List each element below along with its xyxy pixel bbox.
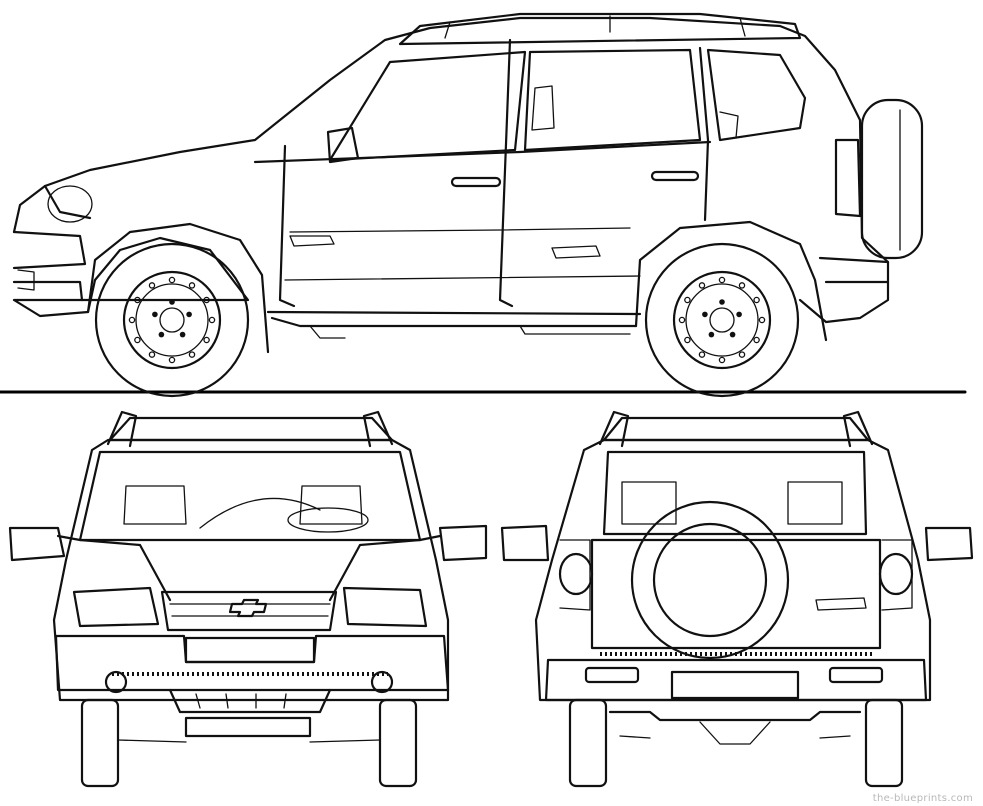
wheel-vent-hole <box>684 336 691 344</box>
wheel-lug-bolt <box>152 311 158 318</box>
wheel-lug-bolt <box>158 331 165 338</box>
front-view <box>8 410 488 788</box>
wheel-lug-bolt <box>729 331 736 338</box>
wheel-vent-hole <box>134 336 141 344</box>
front-left-foglight <box>104 670 128 694</box>
side-front-wheel-arch <box>86 222 270 354</box>
rear-right-mirror <box>924 526 974 562</box>
wheel-vent-hole <box>718 356 726 364</box>
front-body-outline <box>52 438 450 702</box>
front-left-mirror <box>8 526 82 562</box>
front-right-headlight <box>342 586 428 628</box>
side-rear-wheel <box>644 242 800 398</box>
wheel-lug-bolt <box>736 311 742 318</box>
rear-spare-wheel <box>630 500 790 660</box>
wheel-vent-hole <box>758 316 766 324</box>
rear-roof <box>602 416 870 442</box>
front-right-tire <box>378 698 418 788</box>
wheel-vent-hole <box>678 316 686 324</box>
wheel-vent-hole <box>188 282 196 289</box>
side-mirror <box>326 126 360 164</box>
side-quarter-window <box>706 48 807 142</box>
wheel-vent-hole <box>753 296 760 304</box>
side-rear-door-window <box>523 48 702 152</box>
rear-door-handle <box>650 170 700 182</box>
rear-right-taillight <box>878 552 914 596</box>
wheel-vent-hole <box>203 336 210 344</box>
front-left-tire <box>80 698 120 788</box>
wheel-vent-hole <box>738 282 746 289</box>
wheel-vent-hole <box>188 351 196 358</box>
wheel-vent-hole <box>134 296 141 304</box>
side-rear-wheel-arch <box>634 220 828 342</box>
rear-left-reflector <box>584 666 640 684</box>
side-front-window <box>328 50 527 162</box>
rear-bumper <box>544 658 928 702</box>
wheel-vent-hole <box>168 356 176 364</box>
rear-right-tire <box>864 698 904 788</box>
wheel-lug-bolt <box>719 299 725 305</box>
wheel-vent-hole <box>168 276 176 284</box>
wheel-vent-hole <box>128 316 136 324</box>
rear-window <box>602 450 868 536</box>
side-door-lines <box>278 38 710 308</box>
wheel-vent-hole <box>753 336 760 344</box>
side-front-fascia <box>12 184 92 302</box>
wheel-lug-bolt <box>708 331 715 338</box>
front-door-handle <box>450 176 502 188</box>
rear-view <box>500 410 974 788</box>
front-right-mirror <box>418 524 488 562</box>
wheel-lug-bolt <box>702 311 708 318</box>
wheel-vent-hole <box>208 316 216 324</box>
side-body-outline <box>12 16 890 328</box>
front-bumper <box>54 634 450 692</box>
wheel-vent-hole <box>684 296 691 304</box>
rear-left-mirror <box>500 524 550 562</box>
wheel-vent-hole <box>738 351 746 358</box>
rear-right-reflector <box>828 666 884 684</box>
front-roof <box>108 416 394 442</box>
side-view <box>0 12 967 398</box>
front-windshield <box>78 450 422 542</box>
wheel-vent-hole <box>698 282 706 289</box>
side-front-wheel <box>94 242 250 398</box>
front-skid-plate <box>168 688 332 714</box>
wheel-vent-hole <box>148 282 156 289</box>
rear-license-plate <box>670 670 800 700</box>
rear-left-tire <box>568 698 608 788</box>
watermark-text: the-blueprints.com <box>872 793 973 804</box>
wheel-vent-hole <box>148 351 156 358</box>
wheel-lug-bolt <box>169 299 175 305</box>
wheel-vent-hole <box>698 351 706 358</box>
front-right-foglight <box>370 670 394 694</box>
wheel-lug-bolt <box>186 311 192 318</box>
side-spare-wheel <box>860 98 924 260</box>
side-roof-rail <box>398 12 802 46</box>
wheel-vent-hole <box>203 296 210 304</box>
front-left-headlight <box>72 586 160 628</box>
front-bowtie-logo <box>228 598 268 618</box>
front-grille <box>160 590 338 632</box>
rear-body-outline <box>534 438 932 702</box>
wheel-vent-hole <box>718 276 726 284</box>
front-license-plate <box>184 636 316 664</box>
wheel-lug-bolt <box>179 331 186 338</box>
rear-left-taillight <box>558 552 594 596</box>
